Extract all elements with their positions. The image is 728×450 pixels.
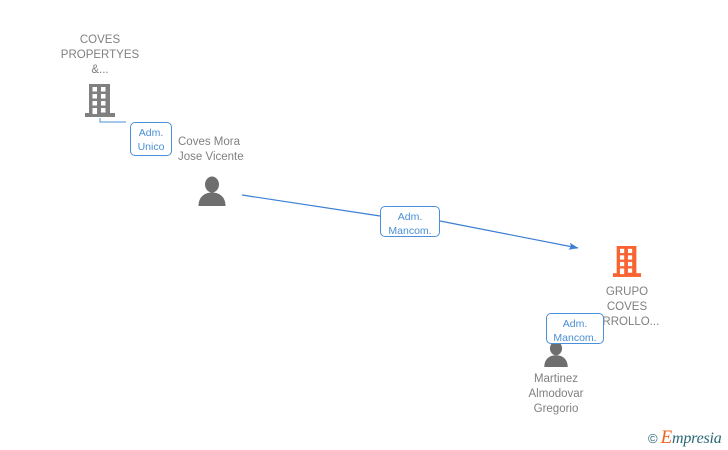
person-icon bbox=[198, 176, 226, 206]
edge-coves-mora-left-seg bbox=[241, 194, 381, 217]
node-company-coves-propertyes[interactable] bbox=[84, 82, 116, 118]
node-label-company-grupo-coves: GRUPO COVES ARROLLO... bbox=[594, 286, 660, 328]
node-label-person-coves-mora: Coves Mora Jose Vicente bbox=[178, 136, 244, 163]
watermark-empresia: © Empresia bbox=[648, 427, 722, 449]
node-label-person-martinez-almodovar: Martinez Almodovar Gregorio bbox=[528, 373, 584, 415]
building-icon bbox=[85, 84, 115, 117]
person-icon bbox=[544, 341, 568, 367]
node-company-grupo-coves[interactable] bbox=[612, 243, 642, 279]
node-person-martinez-almodovar[interactable] bbox=[540, 341, 572, 367]
badge-adm-mancom-bottom[interactable]: Adm. Mancom. bbox=[546, 313, 604, 344]
edge-propertyes-to-coves-mora bbox=[99, 118, 126, 123]
node-person-coves-mora[interactable] bbox=[196, 176, 228, 206]
node-label-company-coves-propertyes: COVES PROPERTYES &... bbox=[60, 34, 140, 76]
watermark-brand-rest: mpresia bbox=[672, 430, 722, 447]
edge-coves-mora-to-grupo bbox=[439, 220, 579, 250]
badge-adm-unico[interactable]: Adm. Unico bbox=[130, 122, 172, 156]
watermark-brand-initial: E bbox=[660, 427, 673, 448]
badge-adm-mancom-middle[interactable]: Adm. Mancom. bbox=[380, 206, 440, 237]
copyright-icon: © bbox=[648, 430, 658, 446]
building-icon bbox=[612, 246, 642, 277]
watermark-brand: Empresia bbox=[661, 427, 722, 449]
